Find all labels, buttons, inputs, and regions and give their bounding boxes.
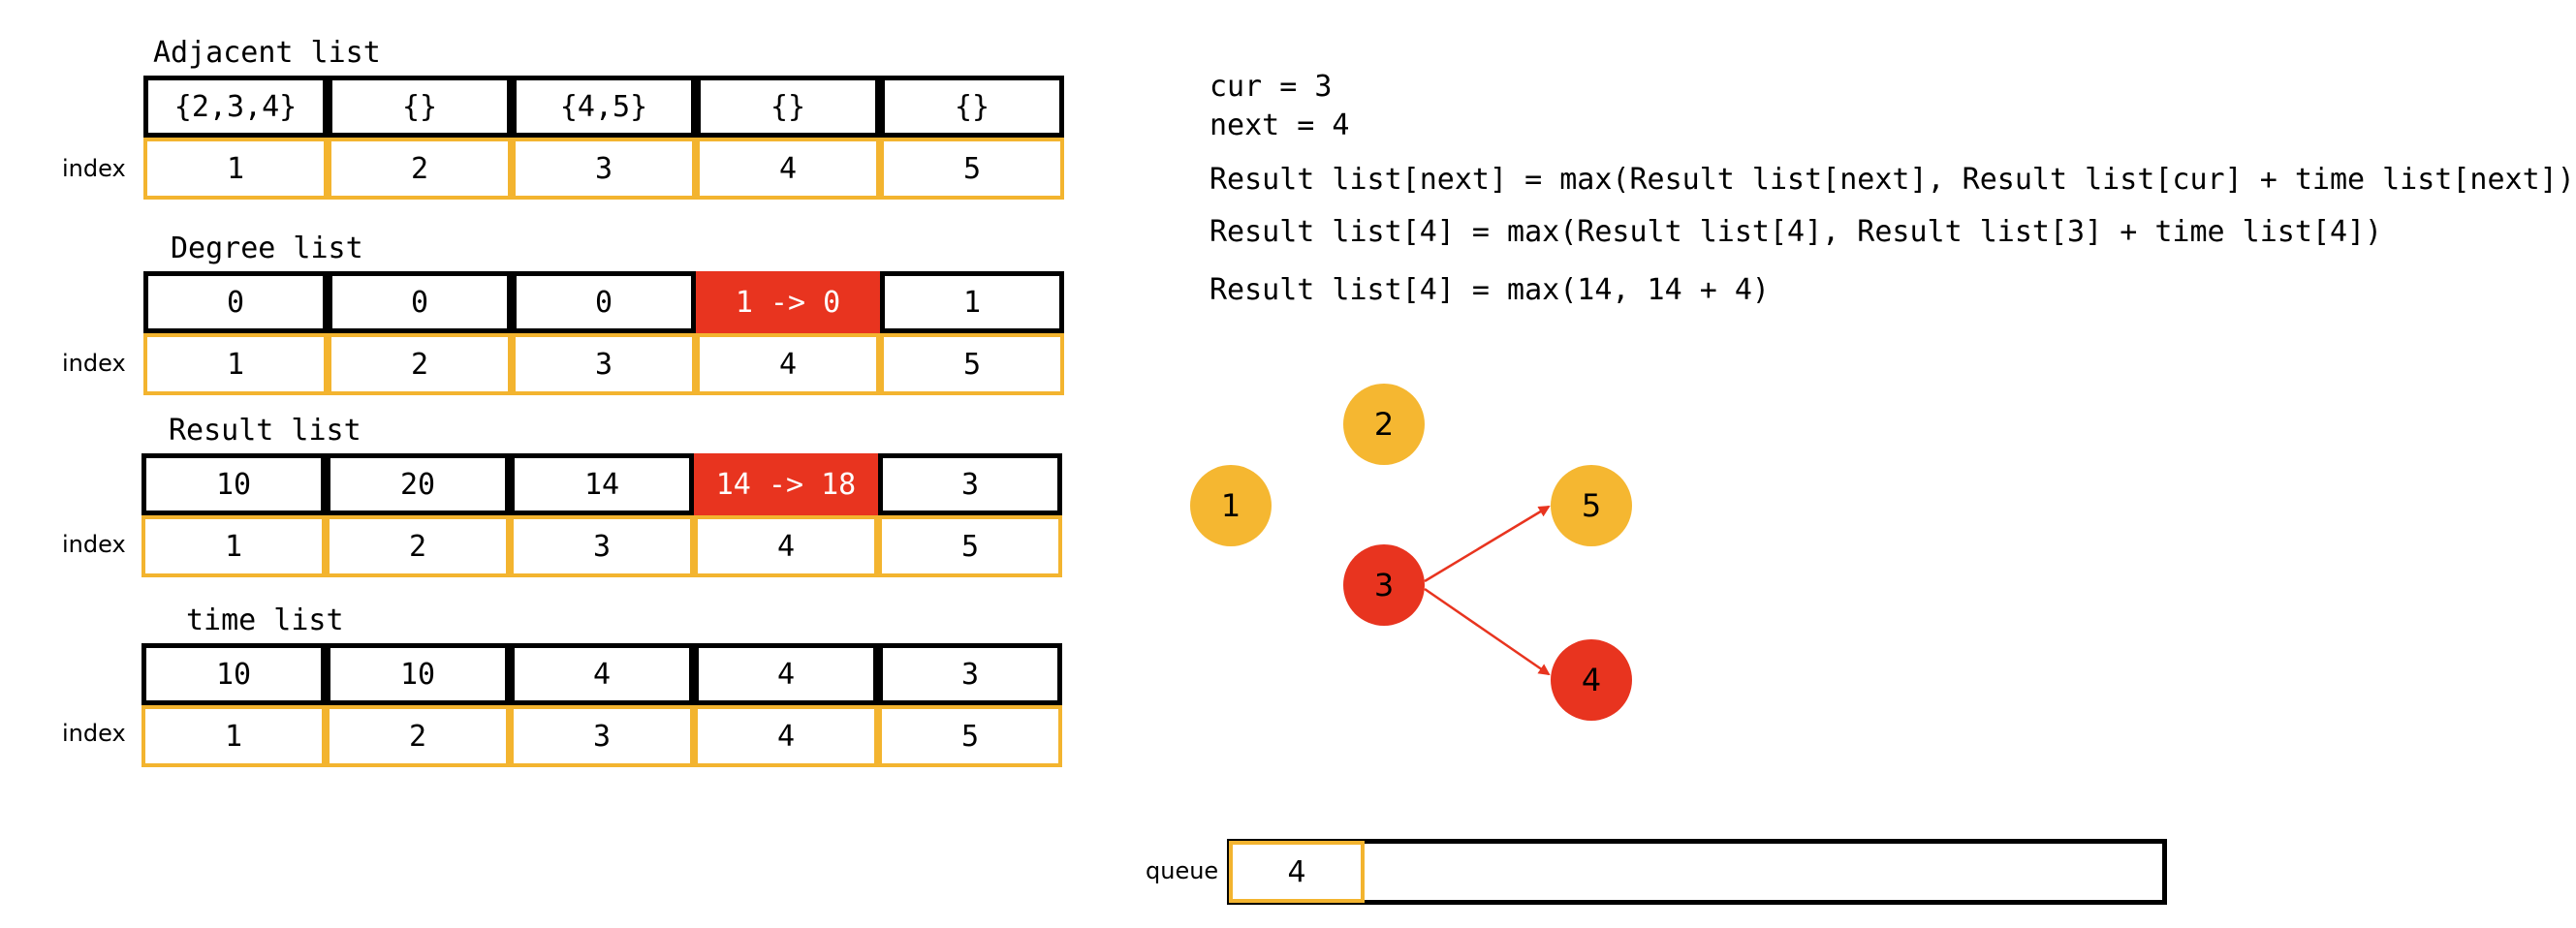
- time-list-index-1: 1: [141, 705, 326, 767]
- time-list-indices: 1 2 3 4 5: [141, 705, 1062, 767]
- degree-list-index-2: 2: [328, 333, 512, 395]
- degree-list-title: Degree list: [171, 232, 363, 265]
- adjacent-list-value-2: {}: [328, 76, 512, 138]
- result-list-index-label: index: [62, 531, 126, 558]
- adjacent-list-index-3: 3: [512, 138, 696, 200]
- time-list-value-5: 3: [878, 643, 1062, 705]
- result-list-value-5: 3: [878, 453, 1062, 515]
- adjacent-list-value-1: {2,3,4}: [143, 76, 328, 138]
- degree-list-index-label: index: [62, 350, 126, 377]
- graph-node-5: 5: [1551, 465, 1632, 546]
- result-list-value-3: 14: [510, 453, 694, 515]
- graph-node-4: 4: [1551, 639, 1632, 721]
- result-list-index-1: 1: [141, 515, 326, 577]
- formula-evaluated: Result list[4] = max(14, 14 + 4): [1209, 273, 1770, 307]
- adjacent-list-index-5: 5: [880, 138, 1064, 200]
- edge-3-to-5: [1424, 505, 1551, 583]
- formula-cur: cur = 3: [1209, 70, 1333, 104]
- result-list-title: Result list: [169, 414, 361, 448]
- result-list-value-2: 20: [326, 453, 510, 515]
- degree-list-value-3: 0: [512, 271, 696, 333]
- adjacent-list-value-3: {4,5}: [512, 76, 696, 138]
- result-list-index-3: 3: [510, 515, 694, 577]
- adjacent-list-index-4: 4: [696, 138, 880, 200]
- result-list-values: 10 20 14 14 -> 18 3: [141, 453, 1062, 515]
- degree-list-value-2: 0: [328, 271, 512, 333]
- result-list-index-4: 4: [694, 515, 878, 577]
- degree-list-value-1: 0: [143, 271, 328, 333]
- time-list-value-3: 4: [510, 643, 694, 705]
- degree-list-value-4: 1 -> 0: [696, 271, 880, 333]
- time-list-value-2: 10: [326, 643, 510, 705]
- graph-node-3: 3: [1343, 544, 1425, 626]
- queue-item-1: 4: [1229, 841, 1365, 903]
- adjacent-list-value-4: {}: [696, 76, 880, 138]
- degree-list-index-5: 5: [880, 333, 1064, 395]
- graph-node-1: 1: [1190, 465, 1272, 546]
- adjacent-list-index-label: index: [62, 155, 126, 182]
- queue-container: [1227, 839, 2167, 905]
- formula-substituted: Result list[4] = max(Result list[4], Res…: [1209, 215, 2383, 249]
- degree-list-index-1: 1: [143, 333, 328, 395]
- time-list-value-4: 4: [694, 643, 878, 705]
- time-list-index-3: 3: [510, 705, 694, 767]
- adjacent-list-index-2: 2: [328, 138, 512, 200]
- degree-list-index-4: 4: [696, 333, 880, 395]
- adjacent-list-value-5: {}: [880, 76, 1064, 138]
- time-list-index-2: 2: [326, 705, 510, 767]
- degree-list-value-5: 1: [880, 271, 1064, 333]
- adjacent-list-title: Adjacent list: [153, 36, 381, 70]
- degree-list-index-3: 3: [512, 333, 696, 395]
- result-list-index-2: 2: [326, 515, 510, 577]
- queue-label: queue: [1146, 857, 1219, 884]
- edge-3-to-4: [1424, 587, 1551, 676]
- time-list-values: 10 10 4 4 3: [141, 643, 1062, 705]
- result-list-value-4: 14 -> 18: [694, 453, 878, 515]
- degree-list-indices: 1 2 3 4 5: [143, 333, 1064, 395]
- formula-general: Result list[next] = max(Result list[next…: [1209, 163, 2575, 197]
- time-list-title: time list: [186, 603, 344, 637]
- adjacent-list-index-1: 1: [143, 138, 328, 200]
- degree-list-values: 0 0 0 1 -> 0 1: [143, 271, 1064, 333]
- time-list-index-5: 5: [878, 705, 1062, 767]
- result-list-index-5: 5: [878, 515, 1062, 577]
- time-list-value-1: 10: [141, 643, 326, 705]
- time-list-index-label: index: [62, 720, 126, 747]
- adjacent-list-values: {2,3,4} {} {4,5} {} {}: [143, 76, 1064, 138]
- adjacent-list-indices: 1 2 3 4 5: [143, 138, 1064, 200]
- time-list-index-4: 4: [694, 705, 878, 767]
- result-list-indices: 1 2 3 4 5: [141, 515, 1062, 577]
- formula-next: next = 4: [1209, 108, 1350, 142]
- graph-node-2: 2: [1343, 384, 1425, 465]
- result-list-value-1: 10: [141, 453, 326, 515]
